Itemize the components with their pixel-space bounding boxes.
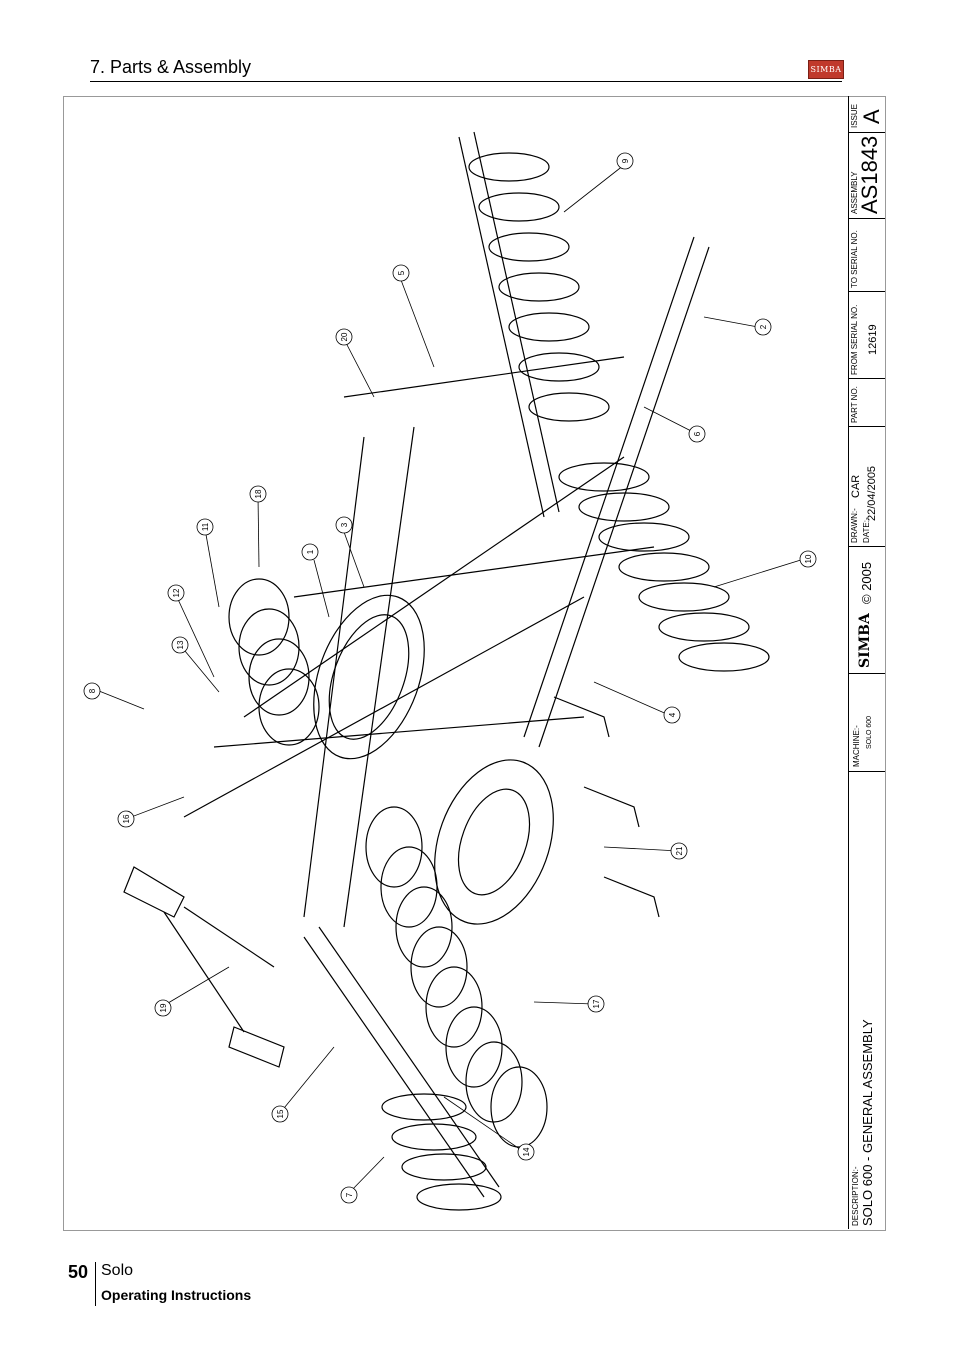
drawn-value: CAR bbox=[850, 474, 862, 498]
issue-label: ISSUE bbox=[850, 103, 859, 128]
date-value: 22/04/2005 bbox=[866, 465, 878, 521]
callout-circle bbox=[688, 425, 706, 443]
part-no-label: PART NO. bbox=[850, 386, 859, 423]
callout-circle bbox=[799, 550, 817, 568]
brand-name: SIMBA bbox=[857, 613, 873, 668]
issue-value: A bbox=[859, 109, 884, 124]
callout-8: 8 bbox=[88, 688, 97, 693]
callout-circle bbox=[663, 706, 681, 724]
callout-16: 16 bbox=[122, 814, 131, 823]
callout-circle bbox=[616, 152, 634, 170]
callout-9: 9 bbox=[621, 158, 630, 163]
machine-value: SOLO 600 bbox=[866, 715, 873, 749]
callout-circle bbox=[392, 264, 410, 282]
callout-circle bbox=[335, 328, 353, 346]
callout-circle bbox=[167, 584, 185, 602]
part-no-cell: PART NO. bbox=[849, 378, 885, 427]
callout-circle bbox=[670, 842, 688, 860]
callout-11: 11 bbox=[201, 522, 210, 531]
machine-cell: MACHINE:- SOLO 600 bbox=[849, 673, 885, 772]
callout-5: 5 bbox=[397, 270, 406, 275]
callout-circle bbox=[301, 543, 319, 561]
date-label: DATE:- bbox=[862, 517, 871, 543]
drawing-sheet: 1 2 3 4 5 6 7 8 9 10 11 12 13 14 15 16 1… bbox=[63, 96, 886, 1231]
callout-circle bbox=[340, 1186, 358, 1204]
from-serial-label: FROM SERIAL NO. bbox=[850, 304, 859, 375]
assembly-number: AS1843 bbox=[857, 135, 882, 214]
from-serial-cell: FROM SERIAL NO. 12619 bbox=[849, 291, 885, 379]
callout-7: 7 bbox=[345, 1192, 354, 1197]
callout-circle bbox=[117, 810, 135, 828]
callout-circle bbox=[196, 518, 214, 536]
callout-circle bbox=[754, 318, 772, 336]
description-label: DESCRIPTION:- bbox=[851, 1166, 860, 1226]
drawn-date-cell: DRAWN:- CAR DATE:- 22/04/2005 bbox=[849, 426, 885, 547]
callout-circle bbox=[271, 1105, 289, 1123]
callout-circle bbox=[171, 636, 189, 654]
from-serial-value: 12619 bbox=[867, 324, 879, 355]
section-title: 7. Parts & Assembly bbox=[90, 57, 252, 77]
to-serial-label: TO SERIAL NO. bbox=[850, 230, 859, 288]
callout-circle bbox=[587, 995, 605, 1013]
callout-2: 2 bbox=[759, 324, 768, 329]
callout-10: 10 bbox=[804, 554, 813, 563]
callout-circle bbox=[335, 516, 353, 534]
callout-13: 13 bbox=[176, 640, 185, 649]
callout-circle bbox=[249, 485, 267, 503]
callout-18: 18 bbox=[254, 489, 263, 498]
issue-cell: ISSUE A bbox=[849, 96, 885, 133]
description-cell: DESCRIPTION:- SOLO 600 - GENERAL ASSEMBL… bbox=[849, 771, 885, 1229]
callout-circle bbox=[517, 1143, 535, 1161]
callout-6: 6 bbox=[693, 431, 702, 436]
brand-cell: SIMBA © 2005 bbox=[849, 546, 885, 674]
drawn-label: DRAWN:- bbox=[850, 508, 859, 543]
callout-3: 3 bbox=[340, 522, 349, 527]
machine-label: MACHINE:- bbox=[852, 725, 861, 767]
assembly-cell: ASSEMBLY AS1843 bbox=[849, 132, 885, 219]
footer-rule bbox=[95, 1262, 96, 1306]
callout-17: 17 bbox=[592, 999, 601, 1008]
callout-14: 14 bbox=[522, 1147, 531, 1156]
page-number: 50 bbox=[68, 1262, 89, 1282]
to-serial-cell: TO SERIAL NO. bbox=[849, 218, 885, 292]
description-value: SOLO 600 - GENERAL ASSEMBLY bbox=[860, 1019, 875, 1226]
callout-4: 4 bbox=[668, 712, 677, 717]
title-block: ISSUE A ASSEMBLY AS1843 TO SERIAL NO. FR… bbox=[848, 96, 885, 1229]
callout-21: 21 bbox=[675, 846, 684, 855]
callout-20: 20 bbox=[340, 332, 349, 341]
callout-circle bbox=[154, 999, 172, 1017]
copyright: © 2005 bbox=[859, 561, 874, 604]
doc-subtitle: Operating Instructions bbox=[101, 1287, 252, 1303]
assembly-drawing: 1 2 3 4 5 6 7 8 9 10 11 12 13 14 15 16 1… bbox=[83, 131, 817, 1211]
header-rule bbox=[90, 81, 842, 82]
callout-1: 1 bbox=[306, 549, 315, 554]
simba-logo: SIMBA bbox=[808, 60, 844, 79]
callout-12: 12 bbox=[172, 588, 181, 597]
callout-circle bbox=[83, 682, 101, 700]
product-name: Solo bbox=[101, 1262, 134, 1279]
callout-15: 15 bbox=[276, 1109, 285, 1118]
callout-19: 19 bbox=[159, 1003, 168, 1012]
